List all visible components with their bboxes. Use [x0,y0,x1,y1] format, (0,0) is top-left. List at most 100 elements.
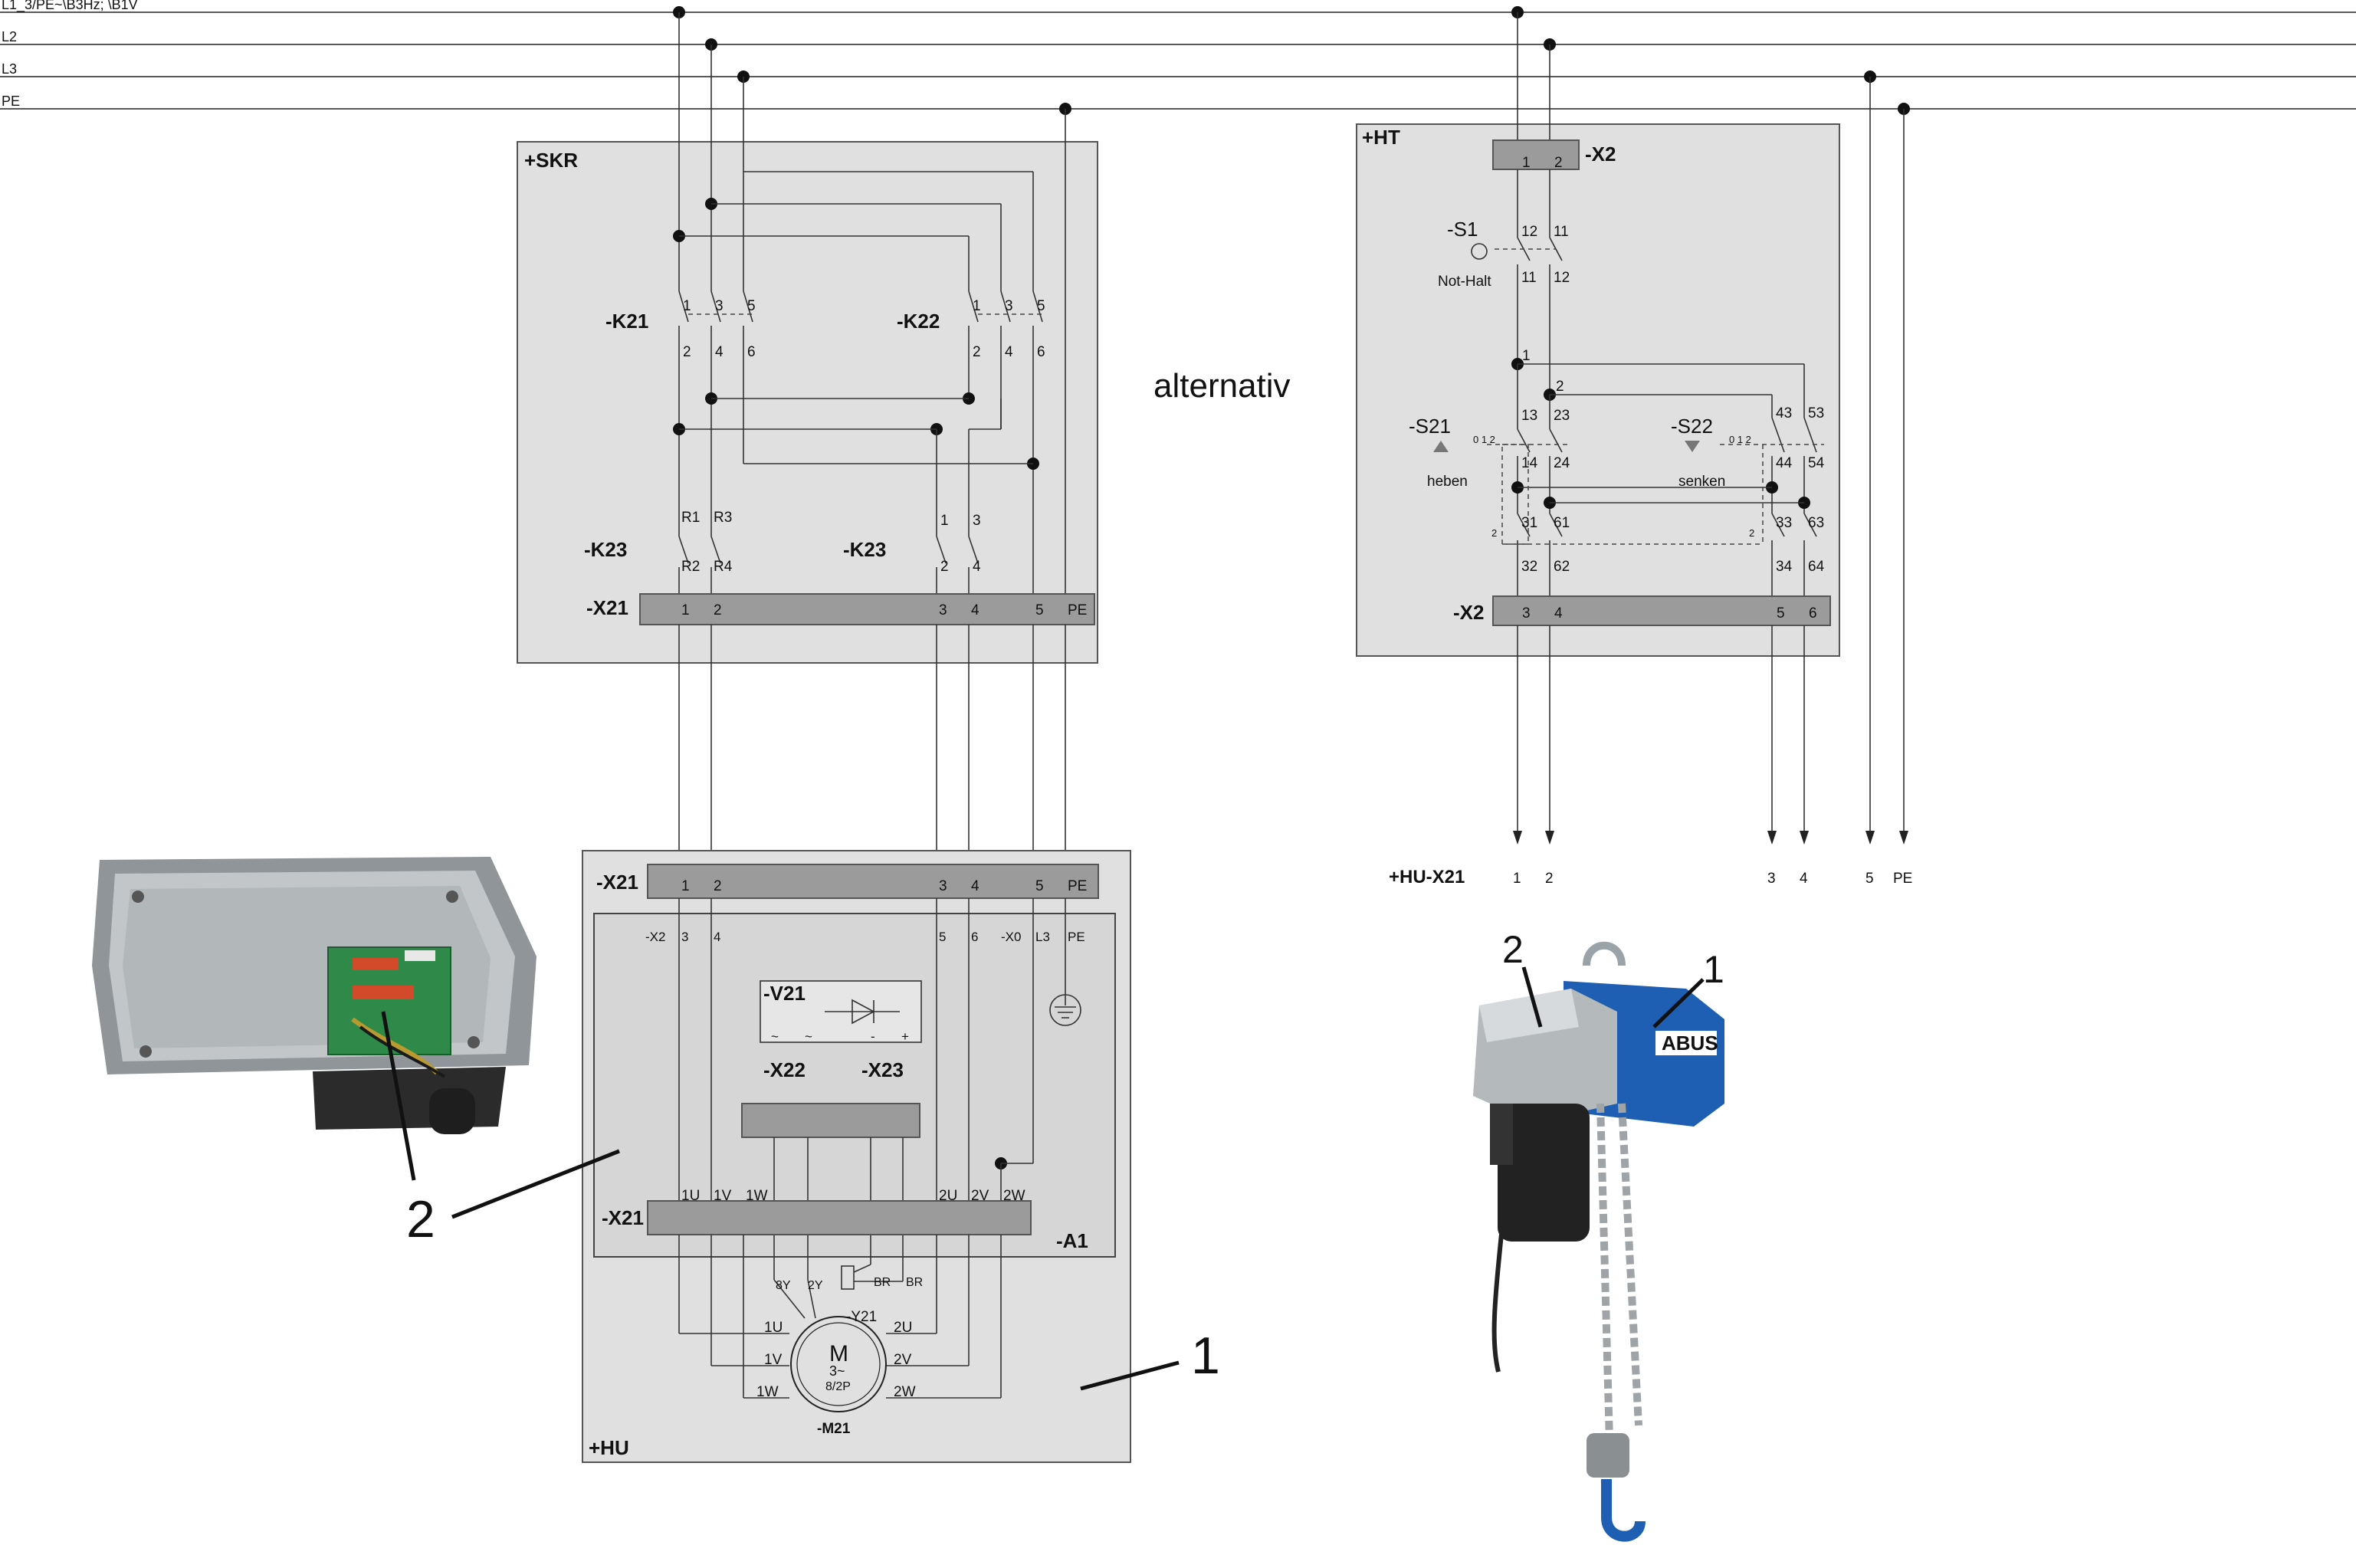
hu-x21-1v: 1V [714,1188,732,1204]
s21-pin-62: 62 [1554,559,1570,575]
main-bus: L1_3/PE~\B3Hz; \B1V L2 L3 PE [0,0,2356,115]
motor-1v: 1V [764,1352,783,1368]
hu-x21-1w: 1W [746,1188,768,1204]
s22-pin-33: 33 [1776,515,1792,531]
s21-small-2: 2 [1491,527,1497,539]
motor-phase: 3~ [829,1363,845,1379]
s1-emergency-stop: -S1 Not-Halt 12 11 11 12 [1438,169,1570,395]
k21-pin-6: 6 [747,344,756,360]
s1-sub: Not-Halt [1438,274,1491,290]
m21-label: -M21 [817,1421,851,1437]
y21-label: -Y21 [846,1309,877,1325]
skr-x21-t4: 4 [971,602,979,618]
a1-pin-5: 5 [939,930,946,944]
hu-x21-2w: 2W [1003,1188,1025,1204]
hu-x21-1u: 1U [681,1188,700,1204]
ht-title: +HT [1362,126,1400,149]
skr-cabinet: +SKR -K21 1 3 5 2 4 6 [517,12,1098,664]
k23-right-pin-4: 4 [973,559,981,575]
skr-x21-terminal-strip: -X21 1 2 3 4 5 PE [586,593,1095,625]
hoist-chain [1596,1103,1642,1442]
hu-x21-arrow-5: 5 [1865,871,1874,887]
hu-x21-arrow-3: 3 [1767,871,1776,887]
s1-pin-11b: 11 [1521,270,1537,286]
s22-pin-43: 43 [1776,405,1792,422]
s21-label: -S21 [1409,415,1451,438]
a1-l3: L3 [1035,930,1050,944]
k21-pin-5: 5 [747,298,756,314]
k21-label: -K21 [605,310,648,333]
skr-x21-t1: 1 [681,602,690,618]
k22-label: -K22 [897,310,940,333]
ht-x2-top-label: -X2 [1585,143,1616,166]
k22-pin-5: 5 [1037,298,1045,314]
s22-scale: 0 1 2 [1729,434,1751,445]
s21-pin-32: 32 [1521,559,1537,575]
k23-right-pin-2: 2 [940,559,949,575]
v21-pin-ac1: ~ [771,1029,779,1044]
a1-x2-label: -X2 [645,930,665,944]
s21-sub: heben [1427,474,1468,490]
hook-block [1587,1433,1629,1478]
a1-label: -A1 [1056,1229,1088,1252]
v21-pin-neg: - [871,1029,875,1044]
s22-pin-63: 63 [1808,515,1824,531]
s21-hoist-up-switch: -S21 0 1 2 heben 13 23 14 24 31 61 32 62… [1409,408,1571,598]
ht-hu-cable: +HU-X21 1 2 3 4 5 PE [1389,77,1912,887]
motor-poles: 8/2P [825,1380,851,1393]
s1-pin-12b: 12 [1554,270,1570,286]
callout-2-left-number: 2 [406,1190,435,1248]
skr-x21-t5: 5 [1035,602,1044,618]
ht-x2-bottom-label: -X2 [1453,601,1484,624]
motor-2v: 2V [894,1352,912,1368]
a1-pe: PE [1068,930,1085,944]
ht-x2-t4: 4 [1554,605,1563,622]
k23-r1: R1 [681,510,700,526]
motor-symbol: M [829,1341,848,1366]
brake-8y: 8Y [776,1279,791,1292]
hu-x21-top-t5: 5 [1035,878,1044,894]
s21-pin-13: 13 [1521,408,1537,424]
v21-pin-pos: + [901,1029,909,1044]
ht-x2-top-t1: 1 [1522,155,1531,171]
k23-left-contact: -K23 R1 R3 R2 R4 [584,506,733,605]
k22-pin-2: 2 [973,344,981,360]
skr-x21-t3: 3 [939,602,947,618]
hu-x21-2v: 2V [971,1188,989,1204]
k23-right-contact: -K23 1 3 2 4 [843,506,981,605]
k23-right-pin-3: 3 [973,513,981,529]
callout-2-hoist-number: 2 [1502,928,1524,971]
callout-1-hu-number: 1 [1191,1327,1220,1385]
hu-x21-2u: 2U [939,1188,957,1204]
callout-2-left: 2 [381,1011,620,1248]
k21-pin-4: 4 [715,344,724,360]
motor-2u: 2U [894,1320,912,1336]
brand-label: ABUS [1662,1032,1718,1055]
s22-small-2: 2 [1749,527,1754,539]
k23-r2: R2 [681,559,700,575]
bus-l2-label: L2 [2,29,17,44]
hu-x21-arrow-label: +HU-X21 [1389,867,1465,887]
brake-coil-icon [841,1265,855,1290]
s1-pin-11a: 11 [1554,224,1569,240]
s22-hoist-down-switch: -S22 0 1 2 senken 43 53 44 54 33 63 34 6… [1518,405,1825,598]
k23-right-pin-1: 1 [940,513,949,529]
hu-hoist-unit: +HU -X21 1 2 3 4 5 PE -X2 3 4 5 6 -X0 L3… [582,850,1131,1463]
hu-x21-bottom-label: -X21 [602,1206,644,1229]
hu-x21-bottom-strip: -X21 1U 1V 1W 2U 2V 2W -A1 [602,1188,1088,1252]
s22-pin-34: 34 [1776,559,1793,575]
alternativ-label: alternativ [1153,367,1291,405]
k22-pin-1: 1 [973,298,981,314]
k23-left-label: -K23 [584,538,627,561]
brake-2y: 2Y [808,1279,823,1292]
motor-icon [790,1316,887,1412]
s21-pin-23: 23 [1554,408,1570,424]
ht-x2-t5: 5 [1777,605,1785,622]
node-1: 1 [1522,348,1531,364]
diode-icon [852,999,875,1025]
emergency-stop-icon [1471,243,1488,260]
ht-x2-t3: 3 [1522,605,1531,622]
v21-pin-ac2: ~ [805,1029,812,1044]
ht-pendant: +HT -X2 1 2 -S1 Not-Halt 12 11 11 12 1 [1356,12,1840,657]
